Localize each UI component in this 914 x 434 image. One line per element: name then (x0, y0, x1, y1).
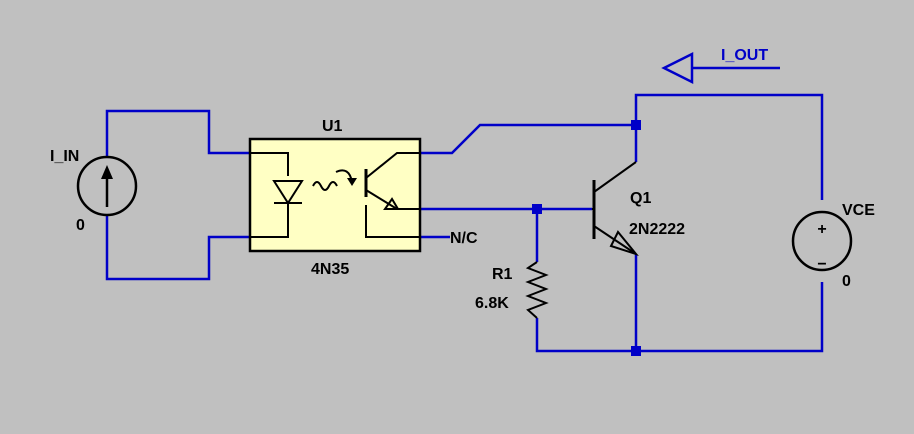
junctions (532, 120, 641, 356)
wire-r1-bottom-ground[interactable] (535, 282, 824, 353)
led-diode-icon (272, 180, 304, 205)
transistor-q1[interactable] (592, 161, 639, 256)
current-arrow-head-icon (101, 165, 113, 179)
voltage-source-icon (791, 210, 853, 272)
current-source-i-in[interactable] (76, 155, 138, 217)
i-in-name: I_IN (50, 148, 79, 165)
junction-dot-collector (631, 120, 641, 130)
vce-value: 0 (842, 273, 851, 290)
q1-collector (593, 161, 637, 193)
resistor-icon (525, 261, 549, 319)
phototransistor-emitter (365, 189, 398, 210)
wire-iin-bottom[interactable] (105, 215, 250, 281)
optocoupler-u1[interactable] (248, 137, 422, 253)
phototransistor-emitter-arrow-icon (383, 197, 400, 210)
vce-name: VCE (842, 202, 875, 219)
led-lead-top (250, 152, 289, 176)
u1-nc-label: N/C (450, 230, 478, 247)
current-source-icon (76, 155, 138, 217)
led-lead-bottom (250, 203, 289, 238)
resistor-r1[interactable] (525, 261, 549, 319)
u1-name: U1 (322, 118, 343, 135)
i-in-value: 0 (76, 217, 85, 234)
r1-name: R1 (492, 266, 513, 283)
light-wave-icon (312, 181, 338, 191)
wires (105, 66, 824, 353)
wire-u1-collector-to-q1[interactable] (420, 123, 636, 155)
u1-part: 4N35 (311, 261, 349, 278)
junction-dot-ground (631, 346, 641, 356)
r1-value: 6.8K (475, 295, 509, 312)
q1-name: Q1 (630, 190, 651, 207)
phototransistor-nc-lead (365, 205, 420, 238)
vce-minus-sign: − (817, 256, 826, 273)
light-arrow-head-icon (347, 178, 357, 186)
net-label-i-out: I_OUT (721, 47, 768, 64)
phototransistor-collector (365, 152, 420, 179)
junction-dot-base (532, 204, 542, 214)
wire-iin-top[interactable] (105, 109, 250, 157)
i-out-flag-icon[interactable] (661, 51, 694, 85)
vce-plus-sign: + (817, 221, 826, 238)
voltage-source-vce[interactable]: + − (791, 210, 853, 273)
npn-transistor-icon (609, 230, 639, 256)
q1-part: 2N2222 (629, 221, 685, 238)
